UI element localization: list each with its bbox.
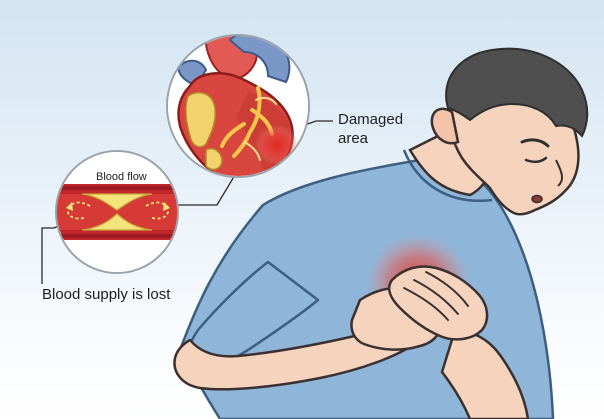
blood-flow-label: Blood flow: [96, 171, 147, 184]
damaged-area-label-line1: Damaged: [338, 111, 403, 128]
mouth: [532, 196, 542, 203]
damaged-area-label-line2: area: [338, 130, 368, 147]
blood-supply-lost-label: Blood supply is lost: [42, 285, 170, 304]
damaged-area-label: Damaged area: [338, 110, 418, 148]
